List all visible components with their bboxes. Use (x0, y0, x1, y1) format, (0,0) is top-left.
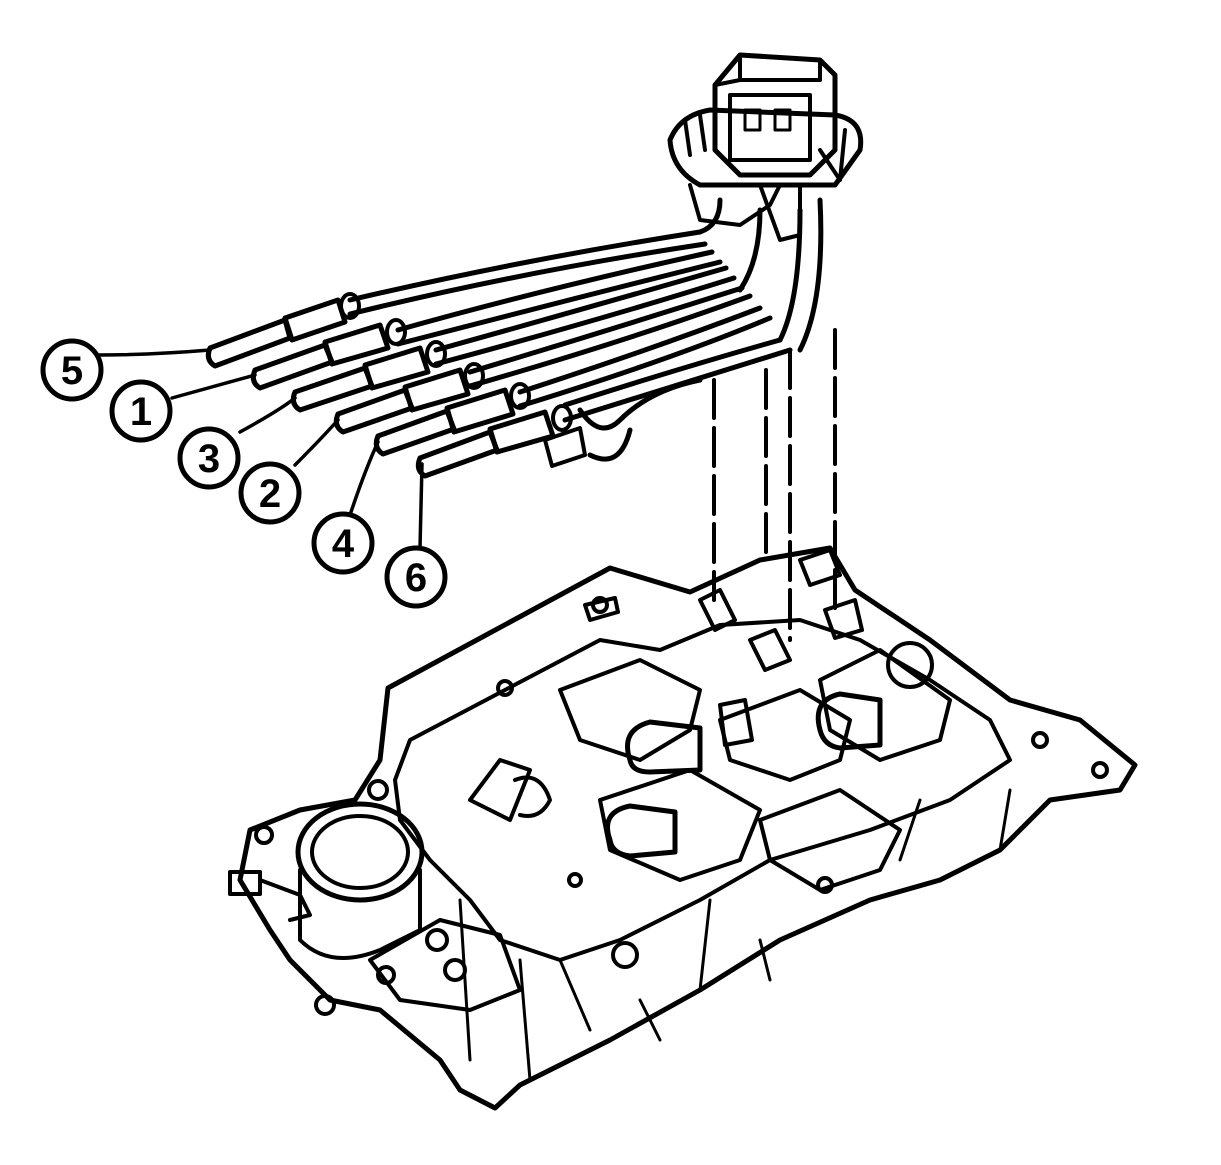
injector-1 (250, 318, 407, 391)
callout-4-label: 4 (332, 522, 355, 566)
callout-5: 5 (40, 338, 104, 402)
callout-6: 6 (384, 545, 448, 609)
callout-3: 3 (177, 426, 241, 490)
injector-2 (333, 362, 485, 435)
alignment-lines (712, 328, 837, 642)
injector-4 (373, 382, 531, 457)
callout-3-label: 3 (198, 437, 220, 481)
callout-2: 2 (238, 461, 302, 525)
callout-1-label: 1 (130, 390, 152, 434)
injector-5 (205, 292, 361, 369)
callout-5-label: 5 (61, 349, 83, 393)
callout-6-label: 6 (405, 556, 427, 600)
callout-1: 1 (109, 379, 173, 443)
injector-3 (290, 340, 447, 413)
harness-wires (347, 197, 824, 462)
intake-manifold (228, 545, 1138, 1111)
injectors (205, 292, 587, 479)
callout-2-label: 2 (259, 472, 281, 516)
leader-lines (96, 348, 424, 550)
harness-connector (667, 52, 864, 242)
callout-4: 4 (311, 511, 375, 575)
